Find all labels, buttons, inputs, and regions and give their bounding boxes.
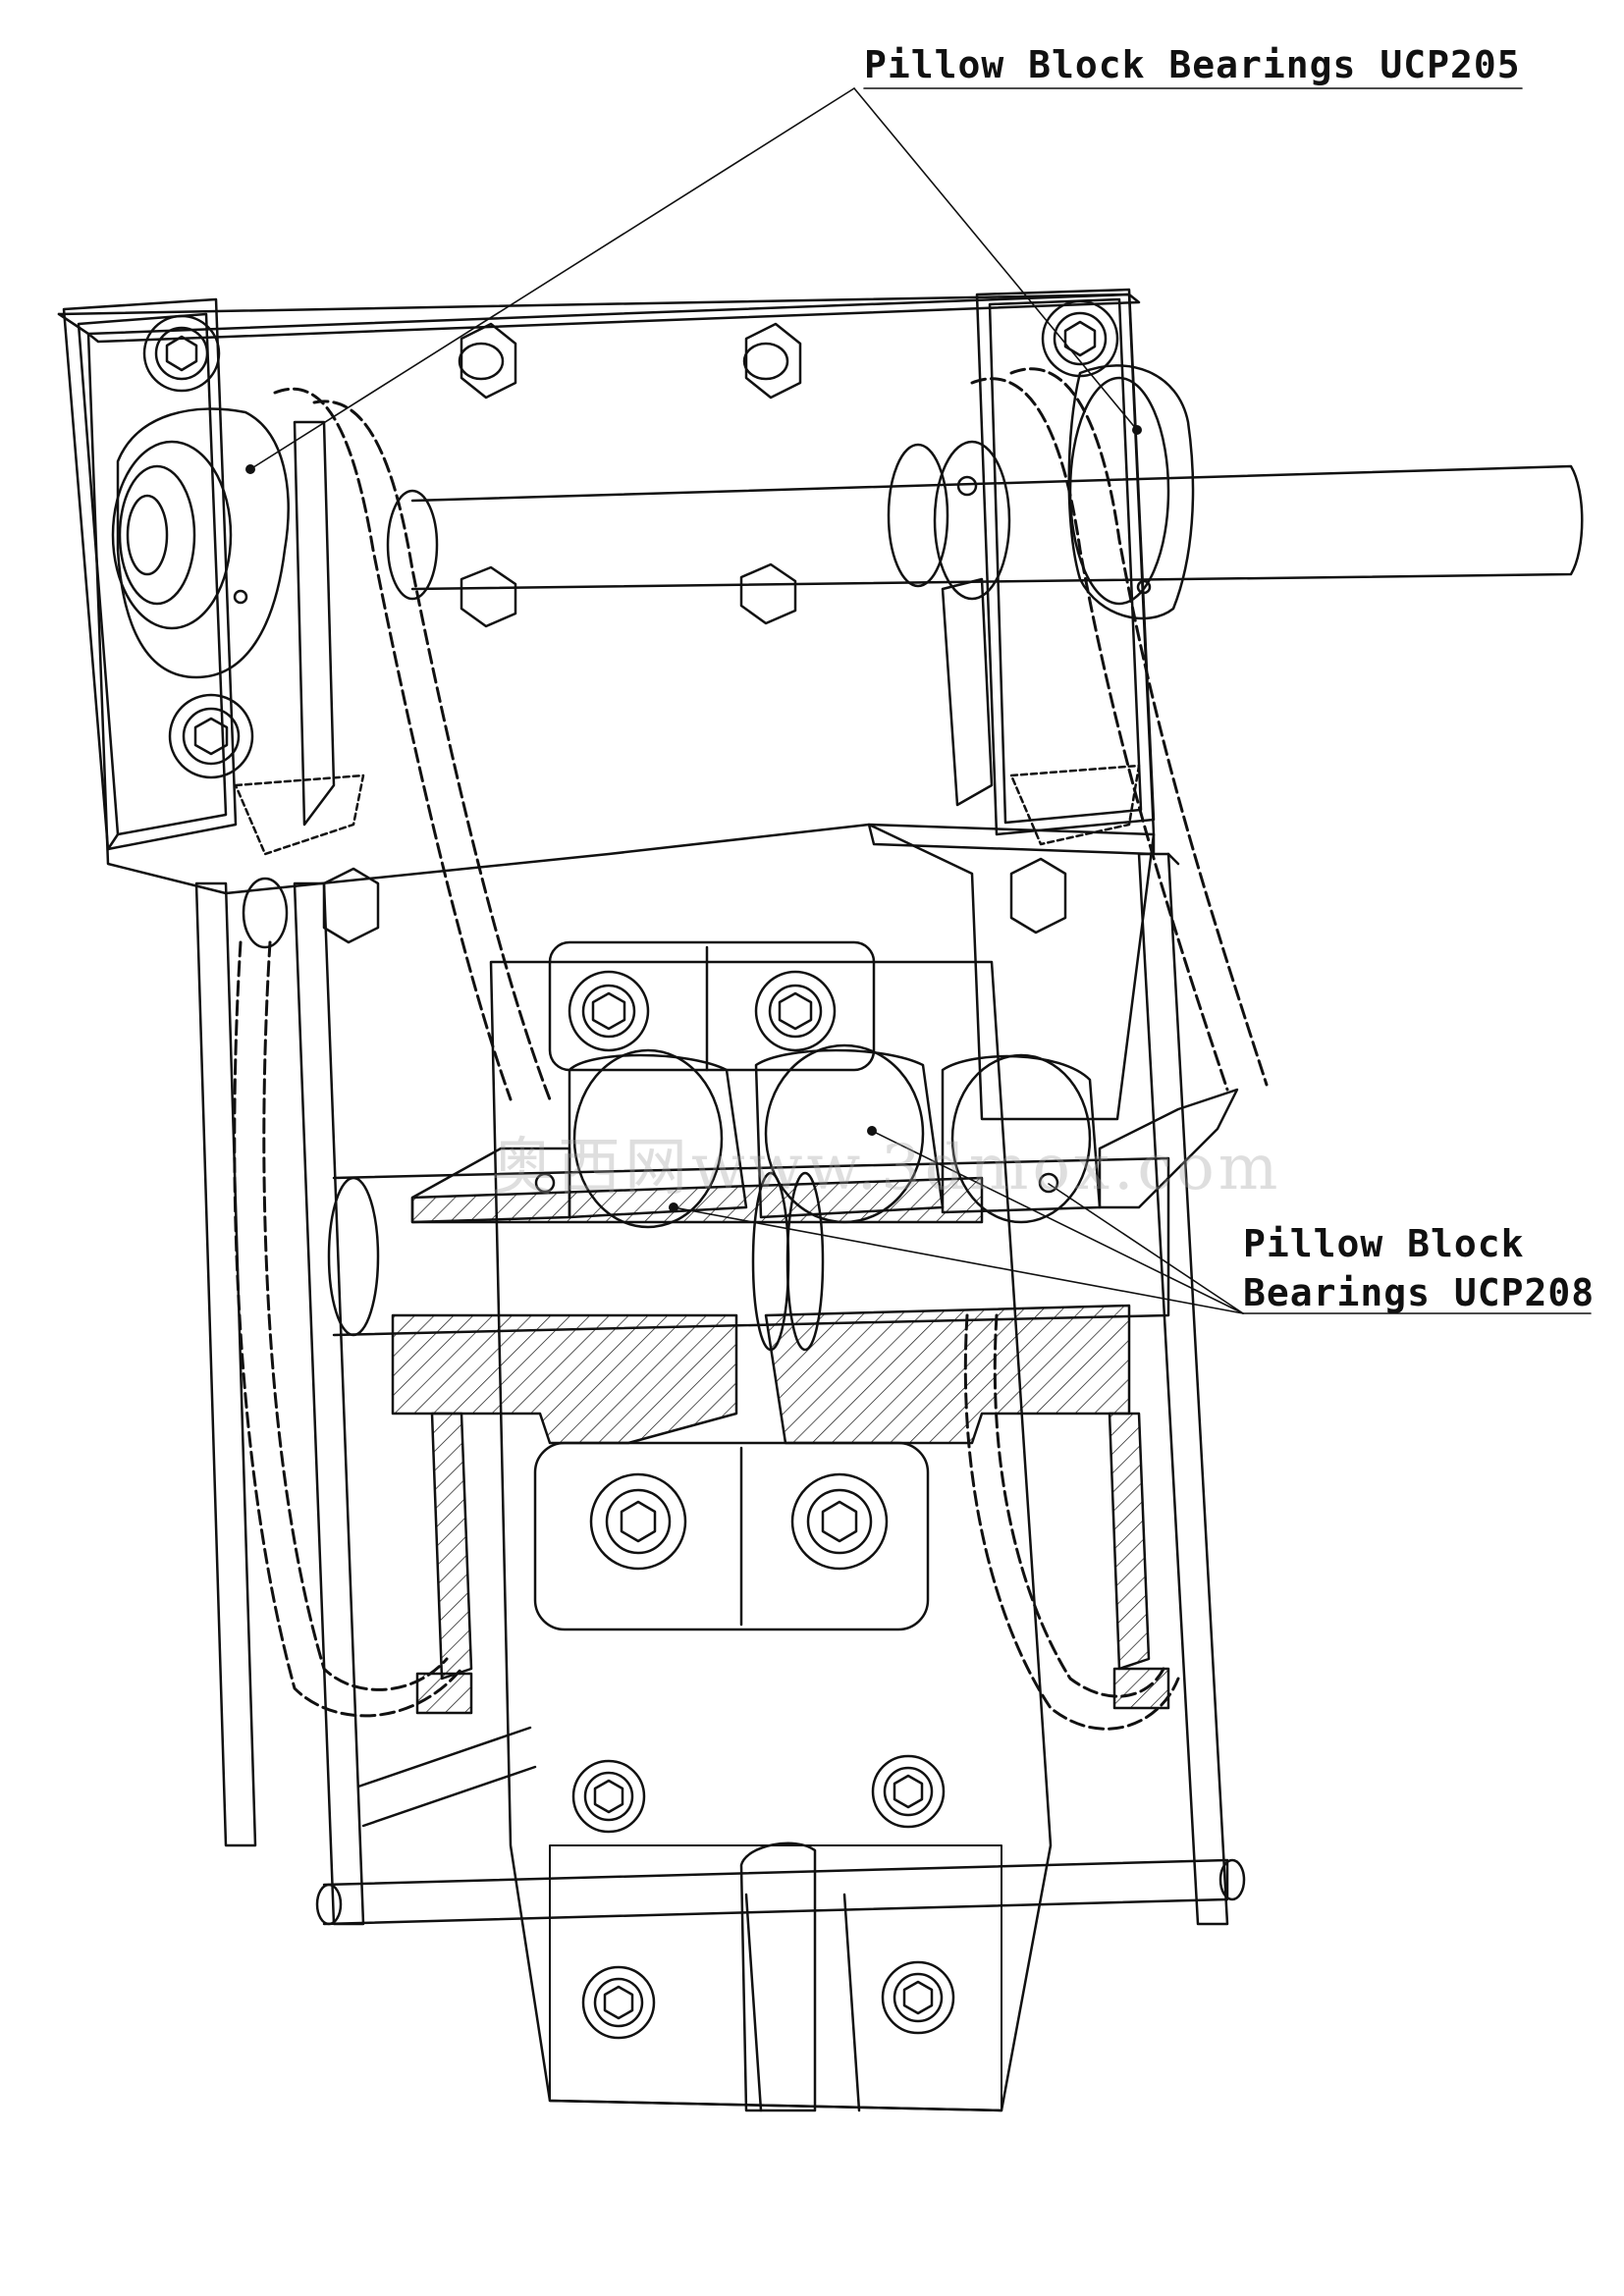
hex-nut-icon bbox=[739, 562, 797, 625]
middle-bolt-block bbox=[548, 940, 876, 1072]
hex-bolt-icon bbox=[581, 1965, 656, 2040]
socket-screw-left bbox=[242, 877, 289, 949]
watermark: 奥西网www.3dmox.com bbox=[491, 1132, 1282, 1204]
hex-bolt-icon bbox=[142, 314, 221, 393]
upper-shaft bbox=[386, 440, 1584, 601]
callout-ucp208-line1: Pillow Block bbox=[1243, 1222, 1525, 1265]
roller-chain-icon bbox=[233, 940, 463, 1718]
callout-ucp208-line2: Bearings UCP208 bbox=[1243, 1271, 1596, 1314]
callout-ucp205-label: Pillow Block Bearings UCP205 bbox=[864, 43, 1521, 86]
lower-housing-sections bbox=[391, 1304, 1151, 1681]
roller-chain-icon bbox=[970, 367, 1269, 1092]
roller-chain-icon bbox=[273, 387, 552, 1101]
hex-bolt-icon bbox=[871, 1754, 946, 1829]
hex-nut-icon bbox=[1009, 857, 1067, 934]
callout-ucp208-label: Pillow Block Bearings UCP208 bbox=[1243, 1219, 1595, 1317]
left-pillow-block-bearing-ucp205 bbox=[111, 407, 290, 679]
hex-bolt-icon bbox=[168, 693, 254, 779]
lower-bolt-block bbox=[533, 1441, 930, 1631]
hex-nut-icon bbox=[322, 867, 380, 944]
bottom-crossbar-rod bbox=[315, 1842, 1246, 2112]
left-side-rail bbox=[194, 881, 537, 1926]
hex-nut-icon bbox=[742, 322, 802, 400]
sprocket-icon bbox=[941, 577, 1141, 846]
hex-bolt-icon bbox=[571, 1759, 646, 1834]
chain-link-blocks bbox=[415, 1667, 1170, 1715]
hex-bolt-icon bbox=[1041, 299, 1119, 378]
left-bearing-bracket bbox=[62, 297, 238, 851]
hex-bolt-icon bbox=[881, 1960, 955, 2035]
hex-nut-icon bbox=[460, 565, 517, 628]
hex-nut-icon bbox=[458, 322, 517, 400]
middle-pillow-block-bearings-ucp208 bbox=[410, 1043, 1239, 1229]
sprocket-icon bbox=[234, 420, 365, 856]
lower-main-plate bbox=[489, 960, 1053, 2112]
leader-lines bbox=[249, 87, 1592, 1314]
